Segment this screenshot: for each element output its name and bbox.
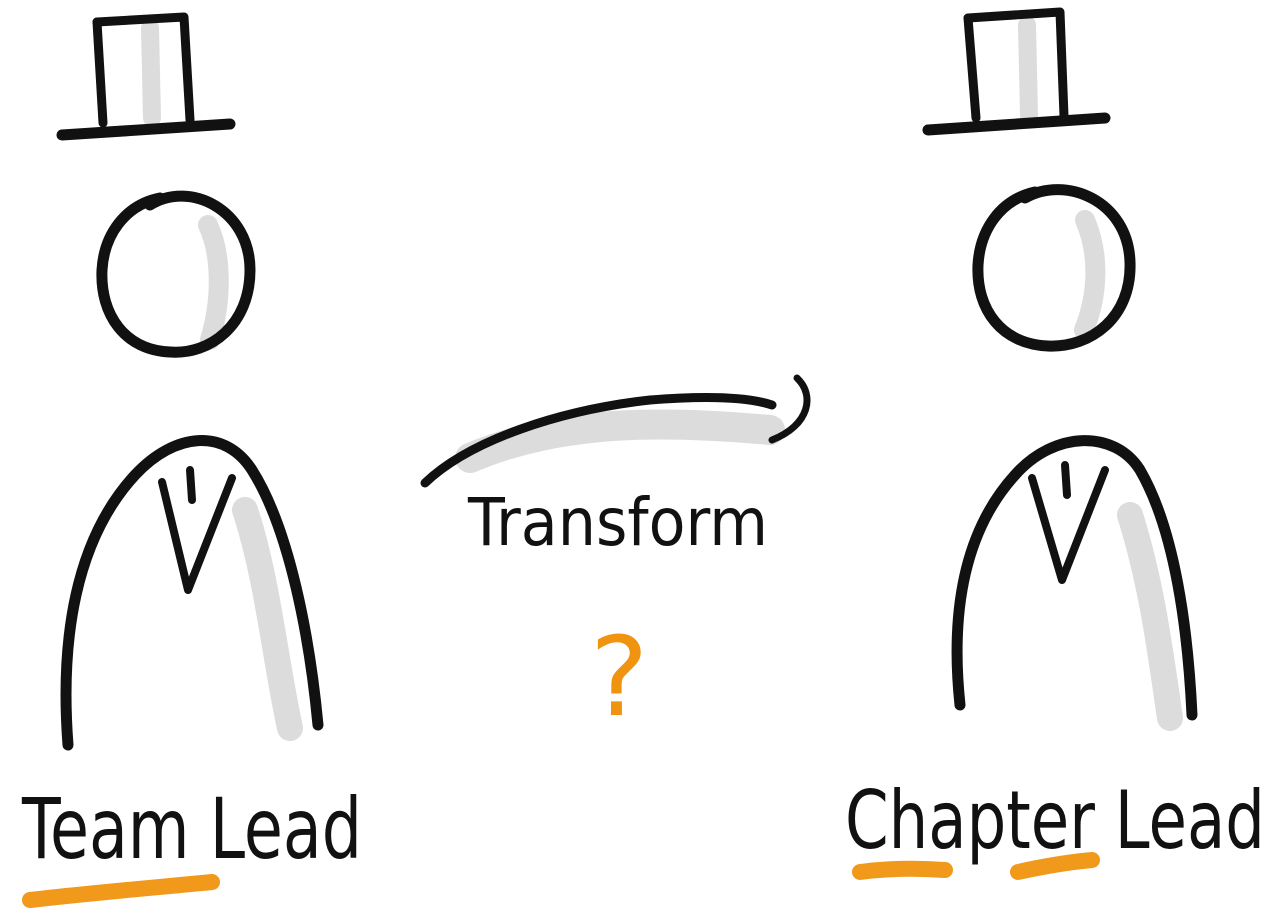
right-suit-body-icon <box>951 435 1198 731</box>
right-figure-label: Chapter Lead <box>845 774 1265 867</box>
connector-label: Transform <box>467 484 768 561</box>
question-mark: ? <box>590 613 648 741</box>
left-head-icon <box>96 190 256 358</box>
transform-connector: Transform ? <box>420 374 811 741</box>
left-tie-icon <box>158 466 236 594</box>
left-figure-label: Team Lead <box>21 780 362 878</box>
curved-arrow-icon <box>420 392 777 488</box>
left-label-underline <box>22 874 220 908</box>
right-label-underline-2 <box>1010 852 1100 880</box>
right-label-underline-1 <box>852 860 953 880</box>
left-top-hat-icon <box>56 12 236 141</box>
right-head-icon <box>972 184 1136 352</box>
right-figure: Chapter Lead <box>845 7 1265 880</box>
right-tie-icon <box>1028 461 1109 584</box>
left-figure: Team Lead <box>21 12 362 908</box>
left-suit-body-icon <box>60 435 324 751</box>
right-top-hat-icon <box>922 7 1111 136</box>
